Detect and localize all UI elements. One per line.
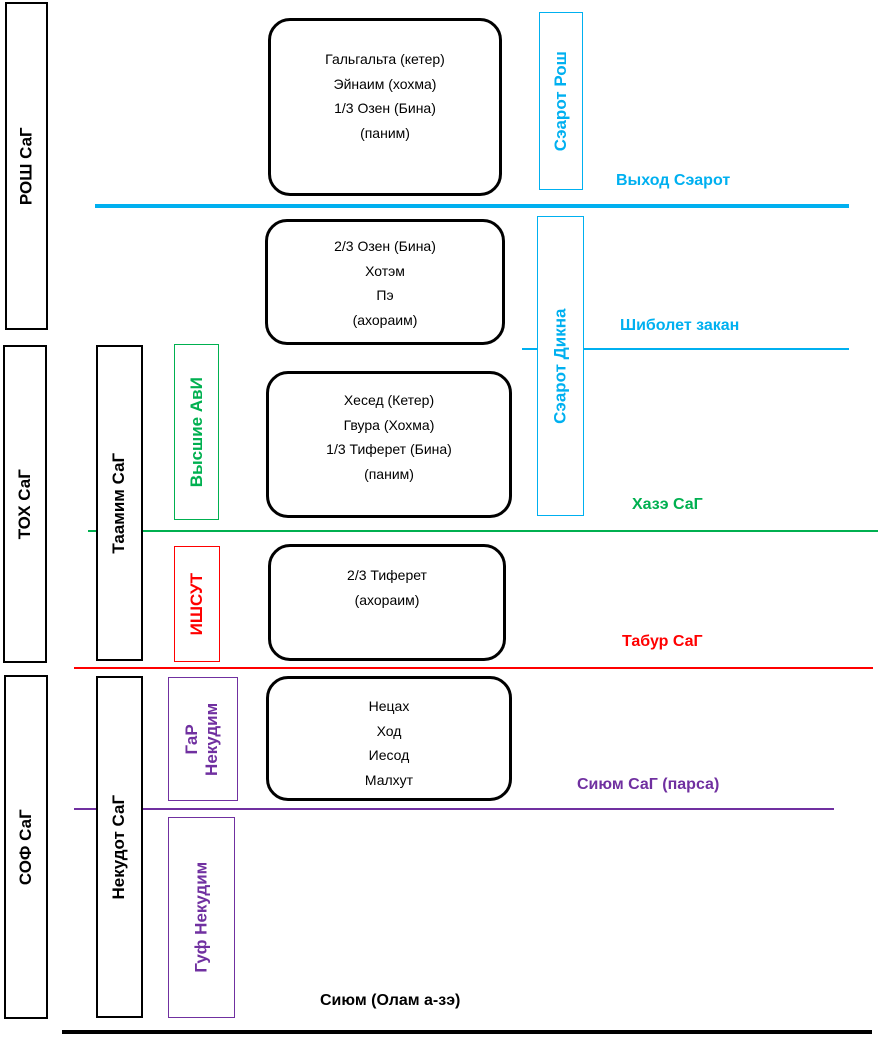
center-box-4-line: (ахораим) <box>354 591 420 608</box>
vysshie-avi-box: Высшие АвИ <box>174 344 219 520</box>
shibolet-zakan-label: Шиболет закан <box>620 317 740 334</box>
center-box-2-line: (ахораим) <box>352 311 418 328</box>
sof-sag-column: СОФ СаГ <box>4 675 48 1019</box>
ishsut-label: ИШСУТ <box>186 572 206 636</box>
tabur-sag-line <box>74 667 873 669</box>
center-box-5-line: Ход <box>376 722 402 739</box>
tabur-sag-label: Табур СаГ <box>622 633 703 650</box>
gar-nekudim-box: ГаР Некудим <box>168 677 238 801</box>
center-box-1-line: Гальгальта (кетер) <box>325 51 445 67</box>
gar-label-line: ГаР <box>182 723 202 755</box>
center-box-5-line: Нецах <box>368 698 410 714</box>
taamim-sag-label: Таамим СаГ <box>109 452 129 554</box>
center-box-2-line: Пэ <box>376 287 394 303</box>
center-box-3: Хесед (Кетер) Гвура (Хохма) 1/3 Тиферет … <box>266 371 512 518</box>
siyum-sag-label: Сиюм СаГ (парса) <box>577 776 720 793</box>
saarot-dikna-label: Сэарот Дикна <box>550 308 570 424</box>
center-box-4: 2/3 Тиферет (ахораим) <box>268 544 506 661</box>
taamim-sag-column: Таамим СаГ <box>96 345 143 661</box>
center-box-2-line: Хотэм <box>365 262 405 279</box>
vyhod-saarot-line <box>95 204 849 208</box>
saarot-dikna-box: Сэарот Дикна <box>537 216 584 516</box>
vyhod-saarot-label: Выход Сэарот <box>616 172 731 189</box>
center-box-1-line: (паним) <box>360 124 410 141</box>
center-box-2-line: 2/3 Озен (Бина) <box>334 238 436 254</box>
center-box-5: Нецах Ход Иесод Малхут <box>266 676 512 801</box>
nekudot-sag-column: Некудот СаГ <box>96 676 143 1018</box>
center-box-3-line: Хесед (Кетер) <box>343 392 435 408</box>
siyum-olam-line <box>62 1030 872 1034</box>
gar-nekudim-label: ГаР Некудим <box>183 702 224 775</box>
siyum-olam-label: Сиюм (Олам а-зэ) <box>320 992 461 1009</box>
center-box-2: 2/3 Озен (Бина) Хотэм Пэ (ахораим) <box>265 219 505 345</box>
saarot-rosh-label: Сэарот Рош <box>550 51 570 151</box>
haze-sag-line <box>88 530 878 532</box>
shibolet-zakan-line <box>522 348 849 350</box>
saarot-rosh-box: Сэарот Рош <box>539 12 583 190</box>
rosh-sag-label: РОШ СаГ <box>16 127 36 205</box>
center-box-1-line: Эйнаим (хохма) <box>333 75 437 92</box>
center-box-5-line: Иесод <box>368 747 410 763</box>
nekudot-sag-label: Некудот СаГ <box>109 794 129 900</box>
vysshie-avi-label: Высшие АвИ <box>186 376 206 487</box>
center-box-4-line: 2/3 Тиферет <box>347 567 427 583</box>
center-box-3-line: 1/3 Тиферет (Бина) <box>326 441 452 457</box>
center-box-1-line: 1/3 Озен (Бина) <box>334 100 436 116</box>
haze-sag-label: Хазэ СаГ <box>632 496 703 513</box>
toh-sag-column: ТОХ СаГ <box>3 345 47 663</box>
center-box-5-line: Малхут <box>364 771 414 788</box>
center-box-1: Гальгальта (кетер) Эйнаим (хохма) 1/3 Оз… <box>268 18 502 196</box>
rosh-sag-column: РОШ СаГ <box>5 2 48 330</box>
ishsut-box: ИШСУТ <box>174 546 220 662</box>
center-box-3-line: Гвура (Хохма) <box>343 416 435 433</box>
center-box-3-line: (паним) <box>364 465 414 482</box>
sof-sag-label: СОФ СаГ <box>15 809 35 885</box>
siyum-sag-line <box>74 808 834 810</box>
guf-nekudim-label: Гуф Некудим <box>191 862 211 973</box>
nekudim-label-line: Некудим <box>203 702 222 776</box>
guf-nekudim-box: Гуф Некудим <box>168 817 235 1018</box>
toh-sag-label: ТОХ СаГ <box>14 468 34 540</box>
